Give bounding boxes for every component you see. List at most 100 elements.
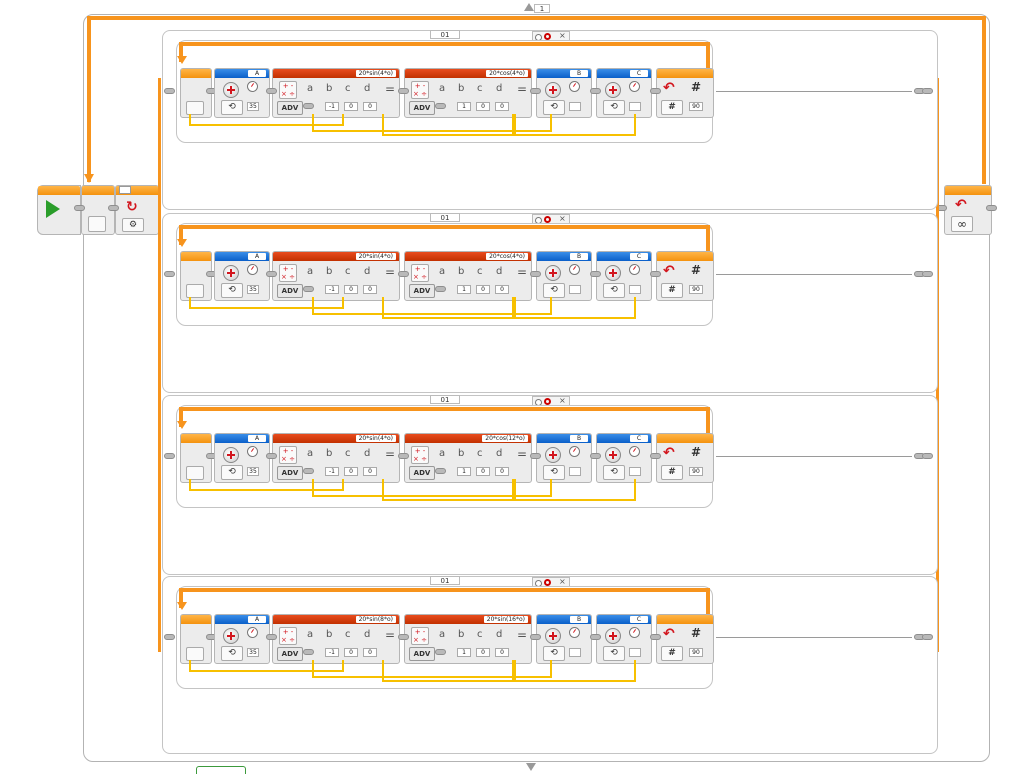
- inner-loop-start-block[interactable]: [180, 433, 212, 483]
- motor-power-input[interactable]: [629, 467, 641, 476]
- adv-mode-button[interactable]: ADV: [409, 284, 435, 298]
- adv-mode-button[interactable]: ADV: [277, 647, 303, 661]
- inner-loop-index-port[interactable]: [186, 647, 204, 661]
- math-input-d-value[interactable]: 0: [363, 648, 377, 657]
- sequence-plug[interactable]: [590, 88, 601, 94]
- large-motor-block-c[interactable]: C⟲: [596, 614, 652, 664]
- math-input-d-value[interactable]: 0: [495, 285, 509, 294]
- math-operations-icon[interactable]: + - × ÷: [279, 81, 297, 99]
- case-gear-icon[interactable]: [544, 579, 551, 586]
- large-motor-block-b[interactable]: B⟲: [536, 251, 592, 301]
- outer-loop-end-output-plug[interactable]: [986, 205, 997, 211]
- switch-case-tab[interactable]: 01: [430, 395, 460, 404]
- math-equation-label[interactable]: 20*sin(8*o): [355, 616, 396, 623]
- case-output-plug-2[interactable]: [922, 271, 933, 277]
- math-input-b-value[interactable]: 1: [457, 102, 471, 111]
- case-output-plug-2[interactable]: [922, 88, 933, 94]
- case-input-plug[interactable]: [164, 271, 175, 277]
- sequence-plug[interactable]: [398, 453, 409, 459]
- close-icon[interactable]: ×: [559, 31, 566, 40]
- motor-mode-button[interactable]: ⟲: [221, 283, 243, 298]
- motor-port-label[interactable]: B: [570, 70, 588, 77]
- math-operations-icon[interactable]: + - × ÷: [411, 264, 429, 282]
- loop-infinite-icon[interactable]: ∞: [951, 216, 973, 232]
- sequence-plug[interactable]: [590, 634, 601, 640]
- motor-port-label[interactable]: A: [248, 616, 266, 623]
- large-motor-block-c[interactable]: C⟲: [596, 251, 652, 301]
- math-equation-label[interactable]: 20*sin(4*o): [355, 435, 396, 442]
- motor-mode-button[interactable]: ⟲: [543, 283, 565, 298]
- math-input-a-plug[interactable]: [435, 649, 446, 655]
- switch-selector-block[interactable]: ↻ ⚙: [115, 185, 159, 235]
- math-input-c-value[interactable]: 0: [476, 467, 490, 476]
- math-operations-icon[interactable]: + - × ÷: [279, 264, 297, 282]
- math-input-c-value[interactable]: 0: [344, 467, 358, 476]
- motor-port-label[interactable]: B: [570, 435, 588, 442]
- motor-mode-button[interactable]: ⟲: [221, 100, 243, 115]
- case-gear-icon[interactable]: [544, 33, 551, 40]
- math-input-b-value[interactable]: -1: [325, 102, 339, 111]
- math-input-b-value[interactable]: -1: [325, 467, 339, 476]
- switch-case-tab[interactable]: 01: [430, 30, 460, 39]
- sequence-plug[interactable]: [398, 271, 409, 277]
- outer-loop-start-port[interactable]: [88, 216, 106, 232]
- case-input-plug[interactable]: [164, 453, 175, 459]
- loop-mode-button[interactable]: #: [661, 646, 683, 661]
- loop-interrupt-icon[interactable]: ↻: [126, 199, 138, 215]
- sequence-plug[interactable]: [650, 634, 661, 640]
- switch-mode-tab[interactable]: [119, 186, 131, 194]
- math-input-d-value[interactable]: 0: [363, 285, 377, 294]
- math-input-d-value[interactable]: 0: [363, 467, 377, 476]
- math-operations-icon[interactable]: + - × ÷: [411, 81, 429, 99]
- sequence-plug[interactable]: [530, 88, 541, 94]
- inner-loop-end-block[interactable]: ↶##90: [656, 251, 714, 301]
- math-operations-icon[interactable]: + - × ÷: [411, 446, 429, 464]
- motor-mode-button[interactable]: ⟲: [543, 100, 565, 115]
- math-equation-label[interactable]: 20*sin(16*o): [483, 616, 528, 623]
- motor-mode-button[interactable]: ⟲: [543, 465, 565, 480]
- sequence-plug[interactable]: [650, 453, 661, 459]
- adv-mode-button[interactable]: ADV: [409, 647, 435, 661]
- math-input-c-value[interactable]: 0: [344, 648, 358, 657]
- adv-mode-button[interactable]: ADV: [277, 284, 303, 298]
- math-input-c-value[interactable]: 0: [476, 648, 490, 657]
- loop-count-input[interactable]: 90: [689, 648, 703, 657]
- motor-power-input[interactable]: 35: [247, 285, 259, 294]
- large-motor-block-a[interactable]: A⟲35: [214, 433, 270, 483]
- math-input-a-plug[interactable]: [435, 103, 446, 109]
- math-operations-icon[interactable]: + - × ÷: [411, 627, 429, 645]
- close-icon[interactable]: ×: [559, 577, 566, 586]
- math-input-c-value[interactable]: 0: [344, 285, 358, 294]
- loop-mode-button[interactable]: #: [661, 100, 683, 115]
- loop-count-input[interactable]: 90: [689, 102, 703, 111]
- case-input-plug[interactable]: [164, 634, 175, 640]
- large-motor-block-b[interactable]: B⟲: [536, 68, 592, 118]
- large-motor-block-a[interactable]: A⟲35: [214, 614, 270, 664]
- case-input-plug[interactable]: [164, 88, 175, 94]
- large-motor-block-b[interactable]: B⟲: [536, 614, 592, 664]
- motor-power-input[interactable]: 35: [247, 648, 259, 657]
- math-input-d-value[interactable]: 0: [495, 102, 509, 111]
- math-equation-label[interactable]: 20*cos(4*o): [486, 253, 528, 260]
- outer-loop-bottom-arrow-icon[interactable]: [526, 763, 536, 771]
- math-input-a-plug[interactable]: [435, 286, 446, 292]
- play-icon[interactable]: [46, 200, 60, 218]
- switch-case-tab[interactable]: 01: [430, 213, 460, 222]
- motor-port-label[interactable]: C: [630, 616, 648, 623]
- math-operations-icon[interactable]: + - × ÷: [279, 627, 297, 645]
- math-input-b-value[interactable]: 1: [457, 467, 471, 476]
- sequence-plug[interactable]: [650, 271, 661, 277]
- inner-loop-index-port[interactable]: [186, 284, 204, 298]
- motor-power-input[interactable]: 35: [247, 467, 259, 476]
- math-equation-label[interactable]: 20*cos(4*o): [486, 70, 528, 77]
- sequence-plug[interactable]: [266, 271, 277, 277]
- math-input-a-plug[interactable]: [435, 468, 446, 474]
- motor-power-input[interactable]: [569, 467, 581, 476]
- math-input-d-value[interactable]: 0: [363, 102, 377, 111]
- large-motor-block-a[interactable]: A⟲35: [214, 68, 270, 118]
